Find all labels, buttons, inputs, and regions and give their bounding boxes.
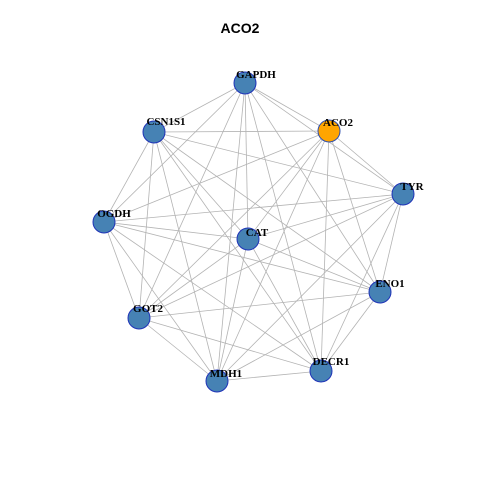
- edge-aco2-csn1s1: [153, 130, 330, 133]
- edge-ogdh-mdh1: [103, 221, 218, 382]
- node-tyr: [391, 182, 415, 206]
- edge-gapdh-csn1s1: [153, 82, 246, 133]
- node-decr1: [309, 359, 333, 383]
- node-label-ogdh: OGDH: [97, 208, 131, 220]
- edge-aco2-decr1: [320, 130, 330, 372]
- edge-gapdh-got2: [138, 82, 246, 319]
- edge-gapdh-decr1: [244, 82, 322, 372]
- node-gapdh: [233, 71, 257, 95]
- edge-ogdh-eno1: [103, 221, 381, 293]
- edge-tyr-decr1: [320, 193, 404, 372]
- edge-tyr-cat: [247, 193, 404, 240]
- edge-cat-mdh1: [216, 238, 249, 382]
- edge-got2-decr1: [138, 317, 322, 372]
- node-eno1: [368, 280, 392, 304]
- node-aco2: [317, 119, 341, 143]
- edge-gapdh-ogdh: [103, 82, 246, 223]
- edge-csn1s1-ogdh: [103, 131, 155, 223]
- node-mdh1: [205, 369, 229, 393]
- edge-aco2-mdh1: [216, 130, 330, 382]
- edge-csn1s1-mdh1: [153, 131, 218, 382]
- edge-eno1-mdh1: [216, 291, 381, 382]
- edge-gapdh-eno1: [244, 82, 381, 293]
- edge-cat-got2: [138, 238, 249, 319]
- edge-tyr-got2: [138, 193, 404, 319]
- figure-title: ACO2: [220, 20, 260, 36]
- edge-gapdh-mdh1: [216, 82, 246, 382]
- node-label-gapdh: GAPDH: [236, 69, 276, 81]
- node-cat: [236, 227, 260, 251]
- node-layer: [92, 71, 415, 393]
- edge-gapdh-aco2: [244, 82, 330, 132]
- edge-ogdh-got2: [103, 221, 140, 319]
- edge-gapdh-cat: [244, 82, 249, 240]
- edge-got2-mdh1: [138, 317, 218, 382]
- edge-ogdh-cat: [103, 221, 249, 240]
- edge-tyr-eno1: [379, 193, 404, 293]
- edge-decr1-mdh1: [216, 370, 322, 382]
- edge-cat-eno1: [247, 238, 381, 293]
- node-label-eno1: ENO1: [375, 278, 404, 290]
- edge-ogdh-decr1: [103, 221, 322, 372]
- node-label-csn1s1: CSN1S1: [146, 116, 185, 128]
- edge-csn1s1-decr1: [153, 131, 322, 372]
- edge-eno1-decr1: [320, 291, 381, 372]
- edge-csn1s1-eno1: [153, 131, 381, 293]
- edge-tyr-ogdh: [103, 193, 404, 223]
- node-label-mdh1: MDH1: [210, 368, 242, 380]
- edge-aco2-eno1: [328, 130, 381, 293]
- edge-cat-decr1: [247, 238, 322, 372]
- edge-csn1s1-tyr: [153, 131, 404, 195]
- edge-eno1-got2: [138, 291, 381, 319]
- node-label-got2: GOT2: [133, 303, 163, 315]
- node-csn1s1: [142, 120, 166, 144]
- edge-aco2-cat: [247, 130, 330, 240]
- edge-aco2-got2: [138, 130, 330, 319]
- node-got2: [127, 306, 151, 330]
- node-label-tyr: TYR: [400, 181, 424, 193]
- edge-csn1s1-got2: [138, 131, 155, 319]
- edge-layer: [103, 82, 404, 382]
- node-ogdh: [92, 210, 116, 234]
- node-label-aco2: ACO2: [323, 117, 353, 129]
- edge-aco2-tyr: [328, 130, 404, 195]
- edge-csn1s1-cat: [153, 131, 249, 240]
- node-label-decr1: DECR1: [313, 356, 350, 368]
- node-label-cat: CAT: [246, 227, 269, 239]
